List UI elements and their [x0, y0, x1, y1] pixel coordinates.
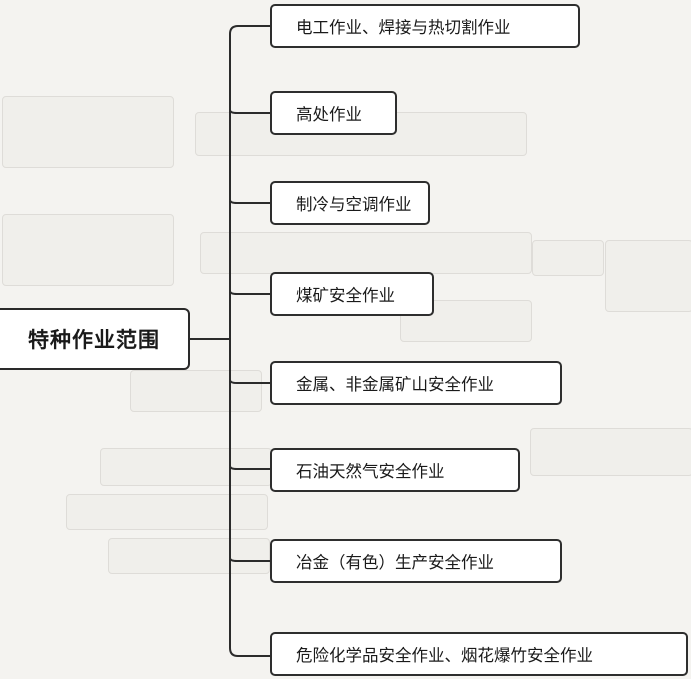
branch-node-label: 金属、非金属矿山安全作业 — [296, 375, 494, 394]
branch-node-oil-gas-safety: 石油天然气安全作业 — [270, 448, 520, 492]
branch-node-label: 煤矿安全作业 — [296, 286, 395, 305]
branch-node-label: 冶金（有色）生产安全作业 — [296, 553, 494, 572]
branch-node-metal-nonmetal-mine: 金属、非金属矿山安全作业 — [270, 361, 562, 405]
background-bleed-box — [605, 240, 691, 312]
background-bleed-box — [130, 370, 262, 412]
branch-node-label: 石油天然气安全作业 — [296, 462, 445, 481]
branch-node-metallurgy-nonferrous: 冶金（有色）生产安全作业 — [270, 539, 562, 583]
branch-node-label: 制冷与空调作业 — [296, 195, 412, 214]
background-bleed-box — [2, 96, 174, 168]
background-bleed-box — [2, 214, 174, 286]
background-bleed-box — [200, 232, 532, 274]
branch-node-refrigeration-ac: 制冷与空调作业 — [270, 181, 430, 225]
branch-node-coal-mine-safety: 煤矿安全作业 — [270, 272, 434, 316]
root-node-special-operations-scope: 特种作业范围 — [0, 308, 190, 370]
background-bleed-box — [532, 240, 604, 276]
branch-node-label: 危险化学品安全作业、烟花爆竹安全作业 — [296, 646, 593, 665]
background-bleed-box — [108, 538, 270, 574]
background-bleed-box — [66, 494, 268, 530]
branch-node-hazardous-chemicals-fireworks: 危险化学品安全作业、烟花爆竹安全作业 — [270, 632, 688, 676]
branch-node-electrical-welding: 电工作业、焊接与热切割作业 — [270, 4, 580, 48]
branch-node-label: 电工作业、焊接与热切割作业 — [296, 18, 511, 37]
branch-node-work-at-height: 高处作业 — [270, 91, 397, 135]
branch-node-label: 高处作业 — [296, 105, 362, 124]
background-bleed-box — [530, 428, 691, 476]
root-node-label: 特种作业范围 — [28, 328, 160, 352]
